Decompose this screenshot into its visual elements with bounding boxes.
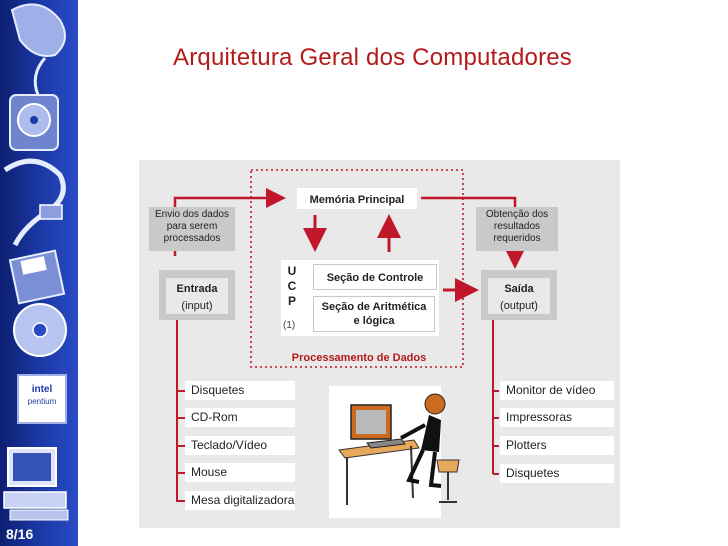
envio-line-1: Envio dos dados — [155, 209, 229, 220]
cd-icon — [13, 303, 67, 357]
envio-line-3: processados — [163, 233, 221, 244]
saida-sub: (output) — [500, 300, 538, 312]
saida-inner — [488, 278, 550, 314]
entrada-title: Entrada — [176, 283, 218, 295]
architecture-diagram: Memória Principal Envio dos dados para s… — [139, 160, 620, 528]
saida-box: Saída (output) — [481, 270, 557, 320]
envio-line-2: para serem — [166, 221, 218, 232]
ucp-letter-p: P — [287, 294, 296, 308]
saida-title: Saída — [504, 283, 534, 295]
slide-number: 8/16 — [6, 526, 34, 542]
ucp-letter-u: U — [287, 264, 297, 278]
intel-pentium-chip-icon: intel pentium — [17, 374, 67, 424]
secao-controle-label: Seção de Controle — [326, 272, 424, 284]
envio-box: Envio dos dados para serem processados — [149, 207, 235, 251]
svg-text:intel: intel — [32, 384, 53, 395]
mouse-icon — [10, 3, 66, 96]
secao-aritmetica-line-1: Seção de Aritmética — [321, 301, 427, 313]
processing-frame — [250, 169, 464, 368]
processamento-label: Processamento de Dados — [271, 352, 447, 364]
ucp-block: U C P (1) Seção de Controle Seção de Ari… — [281, 260, 439, 336]
page-title: Arquitetura Geral dos Computadores — [173, 44, 573, 71]
floppy-icon — [8, 249, 66, 305]
entrada-inner — [166, 278, 228, 314]
input-device-item: Disquetes — [185, 381, 295, 400]
obtencao-line-2: resultados — [493, 221, 541, 232]
sidebar-art: intel pentium — [3, 3, 69, 521]
diagram-connectors — [173, 169, 525, 518]
secao-controle-box: Seção de Controle — [313, 264, 437, 290]
memoria-principal-box: Memória Principal — [297, 188, 417, 209]
memoria-principal-label: Memória Principal — [309, 194, 405, 206]
secao-aritmetica-line-2: e lógica — [353, 315, 395, 327]
hard-disk-icon — [9, 94, 59, 151]
obtencao-box: Obtenção dos resultados requeridos — [476, 207, 558, 251]
computer-icon — [3, 447, 69, 521]
sidebar: intel pentium 8/16 — [0, 0, 78, 546]
cable-icon — [3, 158, 66, 247]
svg-text:pentium: pentium — [28, 397, 57, 406]
entrada-box: Entrada (input) — [159, 270, 235, 320]
entrada-sub: (input) — [181, 300, 213, 312]
input-tree-branches — [177, 390, 185, 502]
output-device-item: Disquetes — [500, 464, 614, 483]
input-device-item: CD-Rom — [185, 408, 295, 427]
input-device-item: Mesa digitalizadora — [185, 491, 295, 510]
output-device-item: Impressoras — [500, 408, 614, 427]
input-device-item: Mouse — [185, 463, 295, 482]
ucp-letter-c: C — [287, 279, 297, 293]
obtencao-line-3: requeridos — [493, 233, 541, 244]
secao-aritmetica-box: Seção de Aritmética e lógica — [313, 296, 435, 332]
person-computer-illustration — [329, 386, 460, 518]
ucp-letters: U C P — [285, 264, 299, 309]
output-tree-branches — [493, 390, 499, 475]
input-device-item: Teclado/Vídeo — [185, 436, 295, 455]
ucp-note: (1) — [283, 320, 296, 331]
output-device-item: Monitor de vídeo — [500, 381, 614, 400]
obtencao-line-1: Obtenção dos — [485, 209, 549, 220]
output-device-item: Plotters — [500, 436, 614, 455]
